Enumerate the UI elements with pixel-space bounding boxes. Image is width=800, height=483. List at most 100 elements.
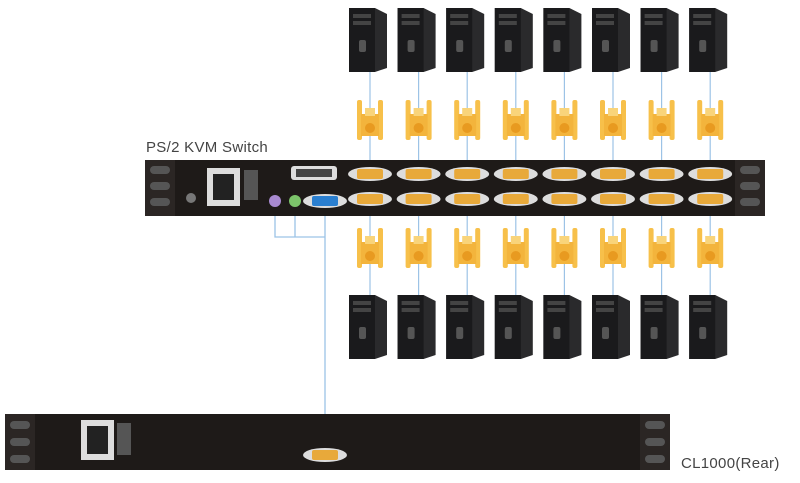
cpu-port-icon xyxy=(688,192,733,206)
adapter-icon xyxy=(502,228,529,268)
computer-icon xyxy=(494,295,533,359)
drive-bay xyxy=(450,21,469,25)
adapter-post xyxy=(357,100,362,140)
power-button xyxy=(553,327,561,339)
adapter-post xyxy=(405,228,411,268)
adapter-knob xyxy=(413,251,424,261)
power-switch-icon xyxy=(117,423,131,455)
adapter-knob xyxy=(462,251,473,261)
adapter-knob xyxy=(656,251,667,261)
drive-bay xyxy=(644,301,663,305)
adapter-knob xyxy=(705,123,716,133)
adapter-plug xyxy=(413,236,424,244)
power-button xyxy=(650,40,658,52)
cpu-port-icon xyxy=(493,167,538,181)
adapter-post xyxy=(572,228,578,268)
drive-bay xyxy=(644,21,663,25)
power-switch-icon xyxy=(244,170,258,200)
computer-icon xyxy=(640,8,679,72)
adapter-post xyxy=(357,228,362,268)
rack-slot xyxy=(740,198,760,206)
adapter-icon xyxy=(551,228,578,268)
adapter-knob xyxy=(705,251,716,261)
drive-bay xyxy=(353,301,371,305)
drive-bay xyxy=(401,14,420,18)
adapter-plug xyxy=(365,236,375,244)
adapter-icon xyxy=(454,228,481,268)
adapter-plug xyxy=(510,108,521,116)
drive-bay xyxy=(498,14,517,18)
power-socket-inner xyxy=(87,426,108,454)
computer-icon xyxy=(592,8,630,72)
rack-slot xyxy=(10,421,30,429)
port-face xyxy=(551,169,578,179)
power-button xyxy=(359,327,366,339)
adapter-icon xyxy=(357,228,383,268)
rack-slot xyxy=(10,455,30,463)
drive-bay xyxy=(693,14,712,18)
adapter-icon xyxy=(600,100,626,140)
port-face xyxy=(454,194,481,204)
adapter-post xyxy=(523,100,529,140)
adapter-post xyxy=(405,100,411,140)
power-button xyxy=(407,327,415,339)
computer-icon xyxy=(640,295,679,359)
adapter-plug xyxy=(656,236,667,244)
adapter-icon xyxy=(551,100,578,140)
port-face xyxy=(312,196,338,206)
cpu-port-icon xyxy=(639,167,684,181)
power-button xyxy=(602,327,609,339)
cpu-port-icon xyxy=(591,192,635,206)
adapter-plug xyxy=(656,108,667,116)
cpu-port-icon xyxy=(348,167,392,181)
rack-slot xyxy=(740,182,760,190)
drive-bay xyxy=(693,21,712,25)
adapter-icon xyxy=(600,228,626,268)
adapter-plug xyxy=(559,236,570,244)
adapter-plug xyxy=(705,236,716,244)
rack-slot xyxy=(740,166,760,174)
drive-bay xyxy=(498,308,517,312)
computer-icon xyxy=(397,295,436,359)
drive-bay xyxy=(547,301,566,305)
adapter-knob xyxy=(510,123,521,133)
adapter-post xyxy=(426,228,432,268)
computer-icon xyxy=(446,295,485,359)
port-face xyxy=(697,194,724,204)
adapter-post xyxy=(648,228,654,268)
adapter-knob xyxy=(413,123,424,133)
cpu-port-icon xyxy=(396,192,441,206)
rack-slot xyxy=(645,421,665,429)
adapter-post xyxy=(378,100,383,140)
computer-icon xyxy=(592,295,630,359)
rack-slot xyxy=(645,455,665,463)
drive-bay xyxy=(547,21,566,25)
adapter-post xyxy=(718,228,724,268)
port-face xyxy=(600,194,626,204)
adapter-post xyxy=(718,100,724,140)
adapter-post xyxy=(475,100,481,140)
adapter-post xyxy=(572,100,578,140)
adapter-post xyxy=(502,100,508,140)
console-port-icon xyxy=(303,448,347,462)
adapter-icon xyxy=(648,228,675,268)
drive-bay xyxy=(644,308,663,312)
adapter-post xyxy=(502,228,508,268)
console-cable xyxy=(274,205,326,450)
drive-bay xyxy=(450,14,469,18)
adapter-knob xyxy=(365,123,375,133)
computer-icon xyxy=(397,8,436,72)
power-button xyxy=(359,40,366,52)
power-button xyxy=(699,327,707,339)
adapter-icon xyxy=(405,228,432,268)
adapter-post xyxy=(669,228,675,268)
adapter-post xyxy=(454,228,460,268)
adapter-plug xyxy=(462,108,473,116)
drive-bay xyxy=(547,308,566,312)
drive-bay xyxy=(498,301,517,305)
adapter-icon xyxy=(405,100,432,140)
port-face xyxy=(648,194,675,204)
computer-icon xyxy=(446,8,485,72)
port-face xyxy=(697,169,724,179)
